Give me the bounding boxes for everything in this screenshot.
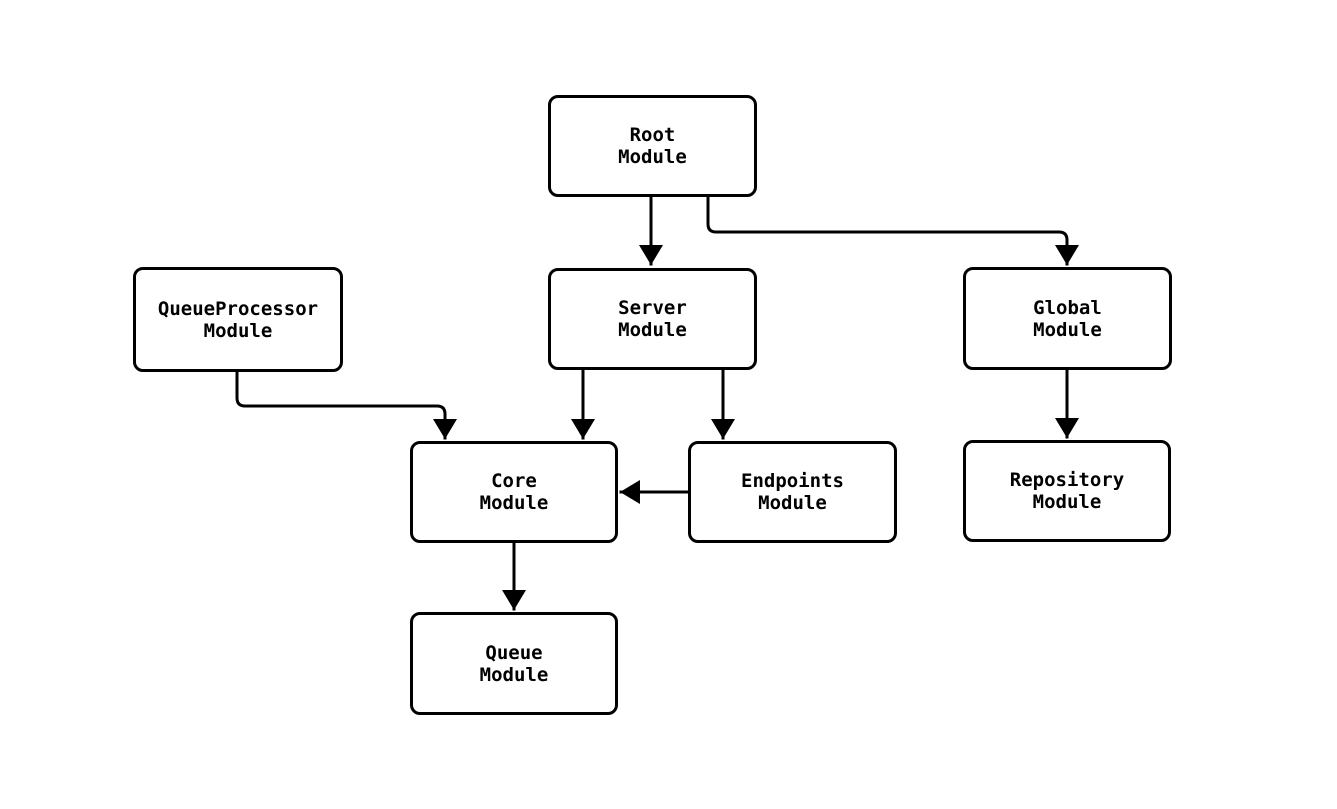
node-label-line: Module <box>618 319 687 341</box>
node-label-line: Module <box>758 492 827 514</box>
node-label-line: QueueProcessor <box>157 297 319 320</box>
edge-queueprocessor-to-core <box>235 370 457 440</box>
node-label-line: Server <box>618 297 687 319</box>
edges-group <box>235 195 1079 611</box>
node-label-line: Module <box>1032 491 1102 513</box>
node-label-line: Module <box>479 663 549 686</box>
edge-root-to-global <box>706 195 1079 266</box>
node-label-line: Endpoints <box>741 470 844 492</box>
node-label-line: Core <box>491 470 537 492</box>
node-label-line: Module <box>479 492 549 514</box>
node-label-line: Global <box>1033 296 1102 319</box>
node-label-line: Module <box>203 319 273 342</box>
node-label-line: Module <box>1033 318 1102 341</box>
node-label-line: Root <box>629 124 676 146</box>
node-label-line: Queue <box>485 641 543 664</box>
node-label-line: Repository <box>1009 469 1125 491</box>
node-label-line: Module <box>618 146 687 168</box>
